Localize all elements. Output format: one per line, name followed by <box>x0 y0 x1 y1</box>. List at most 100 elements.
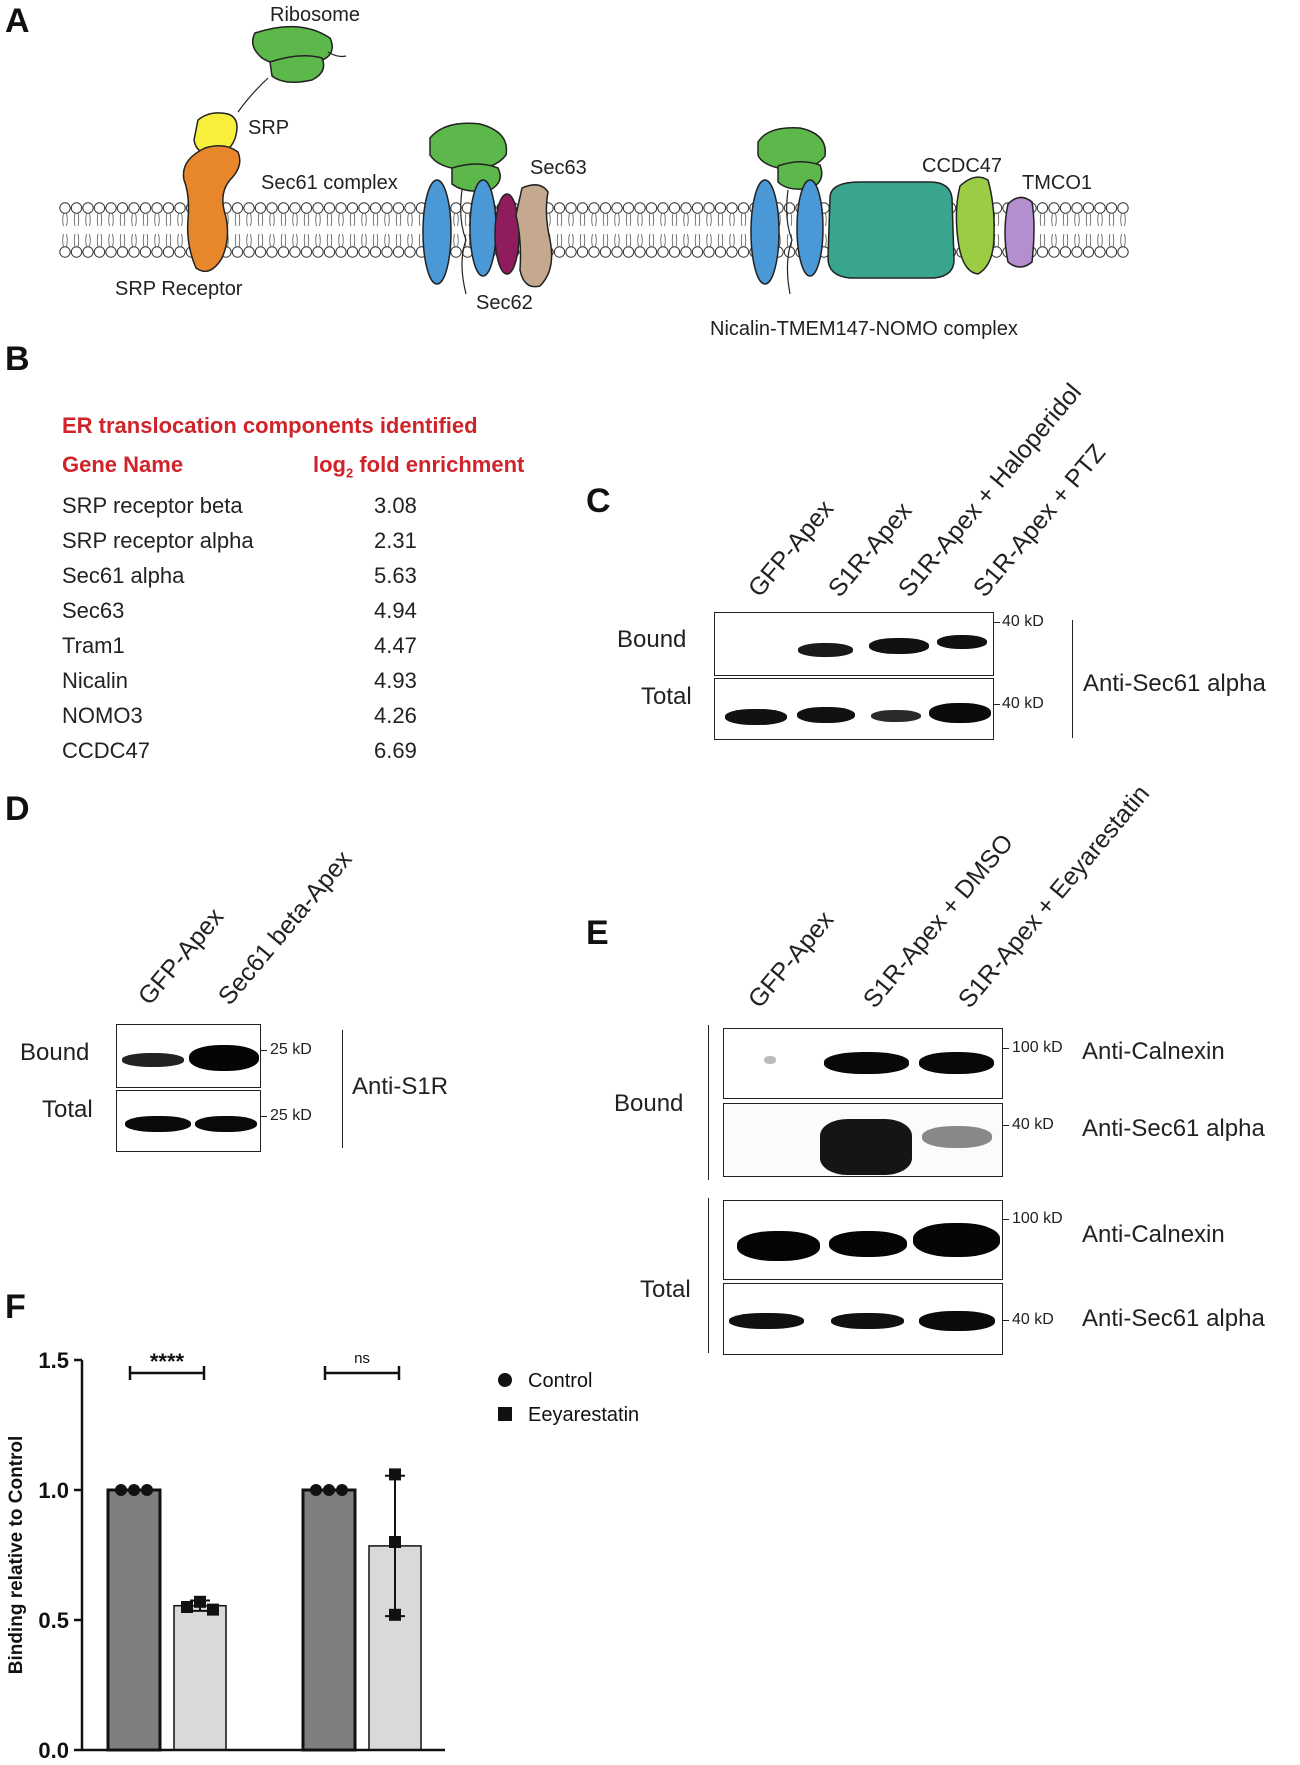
antibody-label: Anti-S1R <box>352 1073 449 1100</box>
y-tick-label: 1.5 <box>38 1348 69 1373</box>
lane-label: GFP-Apex <box>742 905 840 1014</box>
enrichment-value-cell: 2.31 <box>374 528 417 553</box>
gene-name-cell: Tram1 <box>62 633 125 658</box>
nicalin-complex-label: Nicalin-TMEM147-NOMO complex <box>710 318 1018 340</box>
bracket-e-total <box>708 1198 709 1353</box>
antibody-label: Anti-Calnexin <box>1082 1038 1225 1065</box>
enrichment-value-cell: 4.26 <box>374 703 417 728</box>
data-point <box>323 1484 335 1496</box>
data-point <box>389 1536 401 1548</box>
data-point <box>115 1484 127 1496</box>
data-point <box>389 1608 401 1621</box>
total-group-label: Total <box>640 1276 691 1303</box>
kd-marker: 40 kD <box>1002 695 1044 712</box>
panel-f-letter: F <box>5 1288 26 1326</box>
ribosome-label: Ribosome <box>270 4 361 26</box>
sec62-label: Sec62 <box>476 292 533 314</box>
bound-group-label: Bound <box>614 1090 684 1117</box>
blot-e-total-sec61 <box>723 1283 1003 1355</box>
lane-label: S1R-Apex + Eeyarestatin <box>952 779 1156 1014</box>
y-tick-label: 0.5 <box>38 1608 69 1633</box>
bar-eeyarestatin <box>173 1604 227 1751</box>
lane-label: Sec61 beta-Apex <box>212 845 358 1011</box>
data-point <box>181 1601 193 1613</box>
panel-e-letter: E <box>586 914 609 952</box>
kd-tick <box>260 1050 267 1051</box>
srp-receptor-shape <box>182 145 241 273</box>
legend-label: Control <box>528 1370 592 1392</box>
kd-tick <box>1002 1048 1009 1049</box>
ribosome-2 <box>429 122 508 192</box>
antibody-label: Anti-Calnexin <box>1082 1221 1225 1248</box>
data-point <box>389 1468 401 1481</box>
legend-marker <box>498 1407 512 1421</box>
tmco1-label: TMCO1 <box>1022 172 1092 194</box>
gene-name-cell: Sec63 <box>62 598 125 623</box>
bar-control <box>106 1488 162 1752</box>
data-point <box>194 1595 206 1608</box>
kd-tick <box>1002 1219 1009 1220</box>
panel-b-letter: B <box>5 340 30 378</box>
significance-label: ns <box>354 1350 370 1367</box>
legend-marker <box>498 1373 512 1387</box>
bracket-e-bound <box>708 1025 709 1180</box>
enrichment-value-cell: 4.94 <box>374 598 417 623</box>
panel-c-letter: C <box>586 482 611 520</box>
enrichment-value-cell: 3.08 <box>374 493 417 518</box>
blot-c-bound <box>714 612 994 676</box>
blot-e-bound-calnexin <box>723 1028 1003 1099</box>
data-point <box>310 1484 322 1496</box>
srp-receptor-label: SRP Receptor <box>115 278 243 300</box>
kd-tick <box>1002 1320 1009 1321</box>
data-point <box>336 1484 348 1496</box>
kd-tick <box>993 622 1000 623</box>
gene-name-cell: SRP receptor beta <box>62 493 243 518</box>
ribosome-1 <box>237 25 347 113</box>
gene-name-cell: CCDC47 <box>62 738 151 763</box>
antibody-label: Anti-Sec61 alpha <box>1083 670 1266 697</box>
lane-label: S1R-Apex + PTZ <box>967 439 1112 603</box>
blot-d-total <box>116 1090 261 1152</box>
kd-marker: 40 kD <box>1012 1116 1054 1133</box>
ccdc47-shape <box>955 176 995 275</box>
panel-a-letter: A <box>5 2 30 40</box>
ribosome-3 <box>757 127 827 190</box>
bracket-c <box>1072 620 1073 738</box>
bracket-d <box>342 1030 343 1148</box>
translocation-membrane-diagram <box>59 25 1129 295</box>
kd-marker: 100 kD <box>1012 1039 1063 1056</box>
data-point <box>207 1603 219 1616</box>
bar-control <box>301 1488 357 1752</box>
antibody-label: Anti-Sec61 alpha <box>1082 1305 1265 1332</box>
antibody-label: Anti-Sec61 alpha <box>1082 1115 1265 1142</box>
gene-name-header: Gene Name <box>62 452 184 477</box>
gene-name-cell: Sec61 alpha <box>62 563 185 588</box>
ccdc47-label: CCDC47 <box>922 155 1003 177</box>
data-point <box>128 1484 140 1496</box>
legend-label: Eeyarestatin <box>528 1404 639 1426</box>
total-label: Total <box>42 1096 93 1123</box>
kd-tick <box>1002 1125 1009 1126</box>
blot-e-bound-sec61 <box>723 1103 1003 1177</box>
enrichment-value-cell: 4.47 <box>374 633 417 658</box>
blot-e-total-calnexin <box>723 1200 1003 1280</box>
sec63-label: Sec63 <box>530 157 587 179</box>
log2-header: log2 fold enrichment <box>313 452 525 481</box>
bound-label: Bound <box>20 1039 90 1066</box>
kd-tick <box>993 704 1000 705</box>
kd-marker: 40 kD <box>1012 1311 1054 1328</box>
enrichment-value-cell: 5.63 <box>374 563 417 588</box>
tmco1-shape <box>1004 196 1035 268</box>
blot-d-bound <box>116 1024 261 1088</box>
gene-name-cell: SRP receptor alpha <box>62 528 254 553</box>
blot-c-total <box>714 678 994 740</box>
data-point <box>141 1484 153 1496</box>
kd-marker: 25 kD <box>270 1107 312 1124</box>
sec61-complex-label: Sec61 complex <box>261 172 398 194</box>
total-label: Total <box>641 683 692 710</box>
y-axis-title: Binding relative to Control <box>6 1436 27 1675</box>
nomo-shape <box>827 181 955 279</box>
gene-name-cell: NOMO3 <box>62 703 143 728</box>
